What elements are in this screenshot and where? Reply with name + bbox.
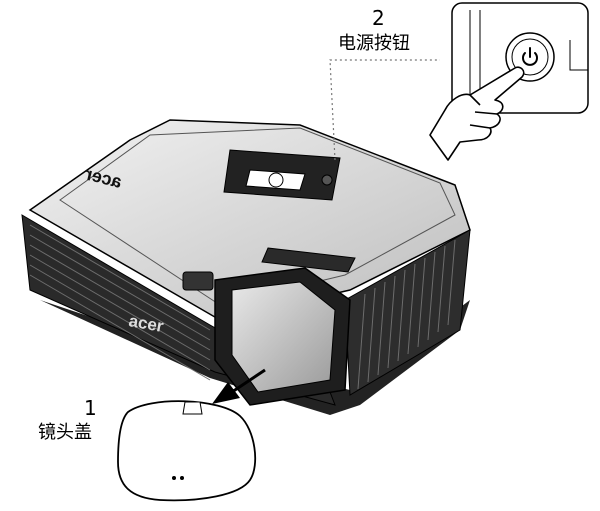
- projector-body: acer acer: [21, 119, 471, 415]
- ir-sensor: [182, 271, 214, 291]
- control-panel: [223, 149, 341, 201]
- zoom-slider: [261, 247, 356, 273]
- callout-2-label: 电源按钮: [338, 33, 410, 54]
- hand-pointer-icon: [429, 66, 525, 161]
- removal-arrow-icon: [212, 368, 266, 404]
- callout-1-number: 1: [84, 396, 97, 420]
- callout-1-label: 镜头盖: [38, 422, 92, 443]
- callout-2-number: 2: [372, 6, 385, 30]
- power-icon: [522, 47, 538, 66]
- lens-cap: [117, 400, 257, 502]
- power-leader-line: [329, 59, 440, 161]
